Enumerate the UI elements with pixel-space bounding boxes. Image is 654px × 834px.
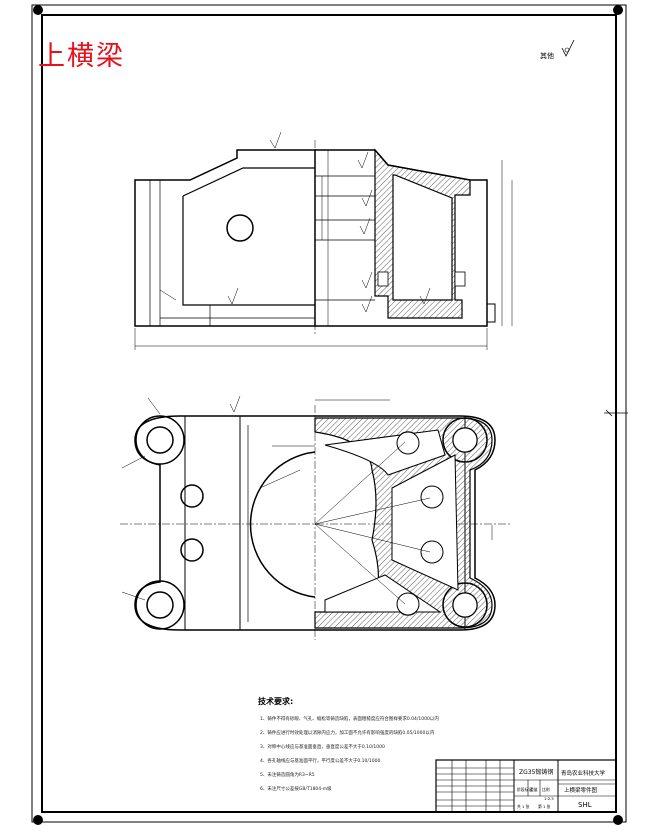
scale-label: 比例 — [542, 787, 550, 792]
roughness-symbol-icon — [561, 39, 575, 57]
technical-notes-title: 技术要求: — [258, 697, 294, 706]
top-section-hatch — [314, 417, 493, 629]
technical-note-1: 1、铸件不得有砂眼、气孔、缩松等铸造缺陷，表面粗糙度应符合图样要求0.04/10… — [260, 717, 439, 722]
sheet-total: 共 1 张 — [517, 804, 530, 809]
front-view — [134, 140, 496, 335]
technical-note-2: 2、铸件应进行时效处理以消除内应力，加工面不允许有影响强度的缺陷0.05/100… — [260, 731, 435, 736]
scale-value: 1:2.5 — [544, 796, 554, 801]
school-name: 青岛农业科技大学 — [561, 769, 606, 777]
top-dimensions — [121, 395, 493, 605]
sheet-border — [31, 4, 628, 825]
part-name: 上横梁零件图 — [564, 786, 598, 794]
material-label: ZG35锻铸钢 — [519, 768, 553, 776]
front-section-hatch — [374, 148, 471, 319]
title-block — [435, 759, 617, 813]
front-dimensions — [134, 131, 513, 350]
sheet-current: 第 1 张 — [538, 804, 551, 809]
weight-label: 重量 — [530, 787, 538, 792]
stage-label: 阶段标记 — [517, 787, 532, 792]
roughness-note: 其他 — [540, 51, 554, 60]
drawing-number: SHL — [578, 801, 592, 809]
drawing-title: 上横梁 — [38, 41, 125, 72]
technical-note-3: 3、对称中心线应与基准面垂直，垂直度公差不大于0.10/1000 — [260, 745, 385, 750]
technical-note-6: 6、未注尺寸公差按GB/T1804-m级 — [260, 787, 332, 792]
technical-note-4: 4、各孔轴线应与基准面平行，平行度公差不大于0.10/1000 — [260, 759, 381, 764]
technical-note-5: 5、未注铸造圆角为R3~R5 — [260, 773, 315, 778]
